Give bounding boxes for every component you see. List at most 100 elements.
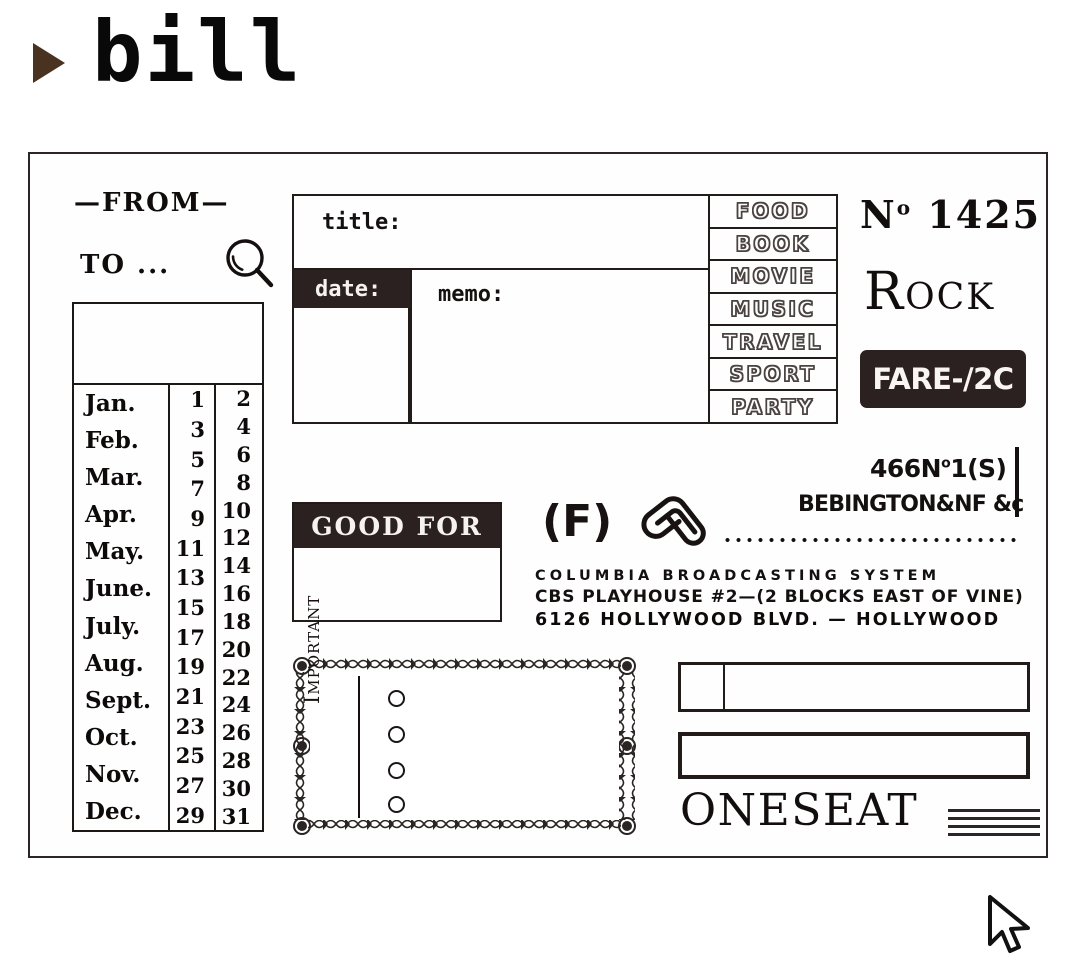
important-inner-area[interactable]: Important — [300, 595, 619, 820]
category-label: MOVIE — [730, 264, 816, 289]
date-field[interactable] — [294, 308, 410, 422]
day-cell[interactable]: 22 — [221, 664, 251, 690]
reference-place-amp: &c — [992, 492, 1024, 517]
day-cell[interactable]: 5 — [190, 446, 205, 472]
day-cell[interactable]: 27 — [175, 772, 205, 798]
day-cell[interactable]: 15 — [175, 594, 205, 620]
title-field[interactable]: title: — [294, 196, 708, 270]
title-label: title: — [322, 210, 402, 235]
month-cell[interactable]: June. — [85, 575, 152, 603]
day-cell[interactable]: 26 — [221, 720, 251, 746]
f-mark: (F) — [542, 496, 613, 547]
day-cell[interactable]: 29 — [175, 802, 205, 828]
magnifier-icon[interactable] — [222, 236, 278, 292]
seat-bar-wide[interactable] — [678, 732, 1030, 779]
month-cell[interactable]: Mar. — [85, 464, 144, 492]
day-cell[interactable]: 9 — [190, 505, 205, 531]
day-cell[interactable]: 12 — [221, 525, 251, 551]
fare-badge-label: FARE-/2C — [872, 362, 1014, 396]
day-cell[interactable]: 31 — [221, 803, 251, 829]
day-cell[interactable]: 30 — [221, 775, 251, 801]
month-cell[interactable]: Jan. — [85, 390, 136, 418]
reference-code-main: 466N — [870, 454, 942, 483]
ticket-number-superscript: o — [896, 195, 913, 220]
fare-badge[interactable]: FARE-/2C — [860, 350, 1026, 408]
ornate-border — [293, 657, 636, 835]
day-cell[interactable]: 20 — [221, 636, 251, 662]
day-cell[interactable]: 8 — [236, 469, 251, 495]
month-day-table: Jan. Feb. Mar. Apr. May. June. July. Aug. Sept. O… — [72, 302, 264, 832]
category-cell-book[interactable]: BOOK — [710, 229, 836, 262]
month-cell[interactable]: July. — [85, 612, 141, 640]
category-label: TRAVEL — [722, 329, 824, 354]
month-cell[interactable]: Aug. — [85, 649, 144, 677]
day-cell[interactable]: 24 — [221, 692, 251, 718]
category-cell-sport[interactable]: SPORT — [710, 359, 836, 392]
important-checkbox[interactable] — [388, 762, 405, 779]
triangle-right-icon — [33, 43, 65, 83]
important-checkbox[interactable] — [388, 796, 405, 813]
month-cell[interactable]: Oct. — [85, 723, 138, 751]
day-cell[interactable]: 16 — [221, 581, 251, 607]
reference-code-superscript: o — [941, 455, 951, 472]
category-cell-party[interactable]: PARTY — [710, 391, 836, 422]
day-cell[interactable]: 10 — [221, 497, 251, 523]
date-label: date: — [315, 277, 382, 302]
category-cell-food[interactable]: FOOD — [710, 196, 836, 229]
important-checkbox[interactable] — [388, 726, 405, 743]
oneseat-word: ONESEAT — [680, 785, 919, 836]
day-cell[interactable]: 2 — [236, 386, 251, 412]
month-cell[interactable]: May. — [85, 538, 145, 566]
memo-label: memo: — [438, 282, 505, 307]
day-cell[interactable]: 21 — [175, 683, 205, 709]
cbs-address-block: COLUMBIA BROADCASTING SYSTEM CBS PLAYHOU… — [535, 568, 1030, 630]
day-cell[interactable]: 7 — [190, 476, 205, 502]
month-cell[interactable]: Apr. — [85, 501, 137, 529]
day-cell[interactable]: 18 — [221, 608, 251, 634]
paperclip-icon — [638, 492, 710, 564]
day-cell[interactable]: 14 — [221, 553, 251, 579]
day-cell[interactable]: 11 — [175, 535, 205, 561]
good-for-label: GOOD FOR — [311, 511, 483, 541]
dotted-rule — [722, 537, 1022, 542]
important-checkbox[interactable] — [388, 690, 405, 707]
month-table-header-blank[interactable] — [74, 304, 262, 385]
day-cell[interactable]: 28 — [221, 747, 251, 773]
category-label: MUSIC — [730, 296, 816, 322]
cbs-line-2: CBS PLAYHOUSE #2—(2 BLOCKS EAST OF VINE) — [535, 587, 1024, 607]
month-table-body: Jan. Feb. Mar. Apr. May. June. July. Aug. Sept. O… — [74, 385, 262, 830]
from-label: —FROM— — [74, 188, 230, 218]
category-cell-music[interactable]: MUSIC — [710, 294, 836, 327]
memo-field[interactable]: memo: — [410, 270, 708, 422]
page-title: bill — [92, 3, 303, 101]
ticket-number-prefix: N — [860, 192, 897, 237]
category-label: SPORT — [729, 361, 817, 387]
day-cell[interactable]: 4 — [236, 414, 251, 440]
month-cell[interactable]: Sept. — [85, 686, 151, 714]
month-list: Jan. Feb. Mar. Apr. May. June. July. Aug. Sept. O… — [74, 385, 168, 830]
to-label: TO ... — [80, 250, 171, 280]
day-cell[interactable]: 23 — [175, 713, 205, 739]
day-cell[interactable]: 25 — [175, 743, 205, 769]
seat-bar-split[interactable] — [678, 662, 1030, 712]
month-cell[interactable]: Nov. — [85, 760, 141, 788]
month-cell[interactable]: Dec. — [85, 797, 142, 825]
reference-place: BEBINGTON&NF &c — [798, 492, 1024, 517]
day-cell[interactable]: 6 — [236, 442, 251, 468]
important-box: Important — [292, 595, 637, 836]
day-cell[interactable]: 3 — [190, 416, 205, 442]
category-cell-movie[interactable]: MOVIE — [710, 261, 836, 294]
day-cell[interactable]: 1 — [190, 387, 205, 413]
day-cell[interactable]: 19 — [175, 654, 205, 680]
oneseat-rule-lines — [948, 809, 1040, 836]
category-cell-travel[interactable]: TRAVEL — [710, 326, 836, 359]
month-cell[interactable]: Feb. — [85, 427, 139, 455]
day-cell[interactable]: 13 — [175, 565, 205, 591]
category-label: FOOD — [735, 199, 811, 224]
day-cell[interactable]: 17 — [175, 624, 205, 650]
